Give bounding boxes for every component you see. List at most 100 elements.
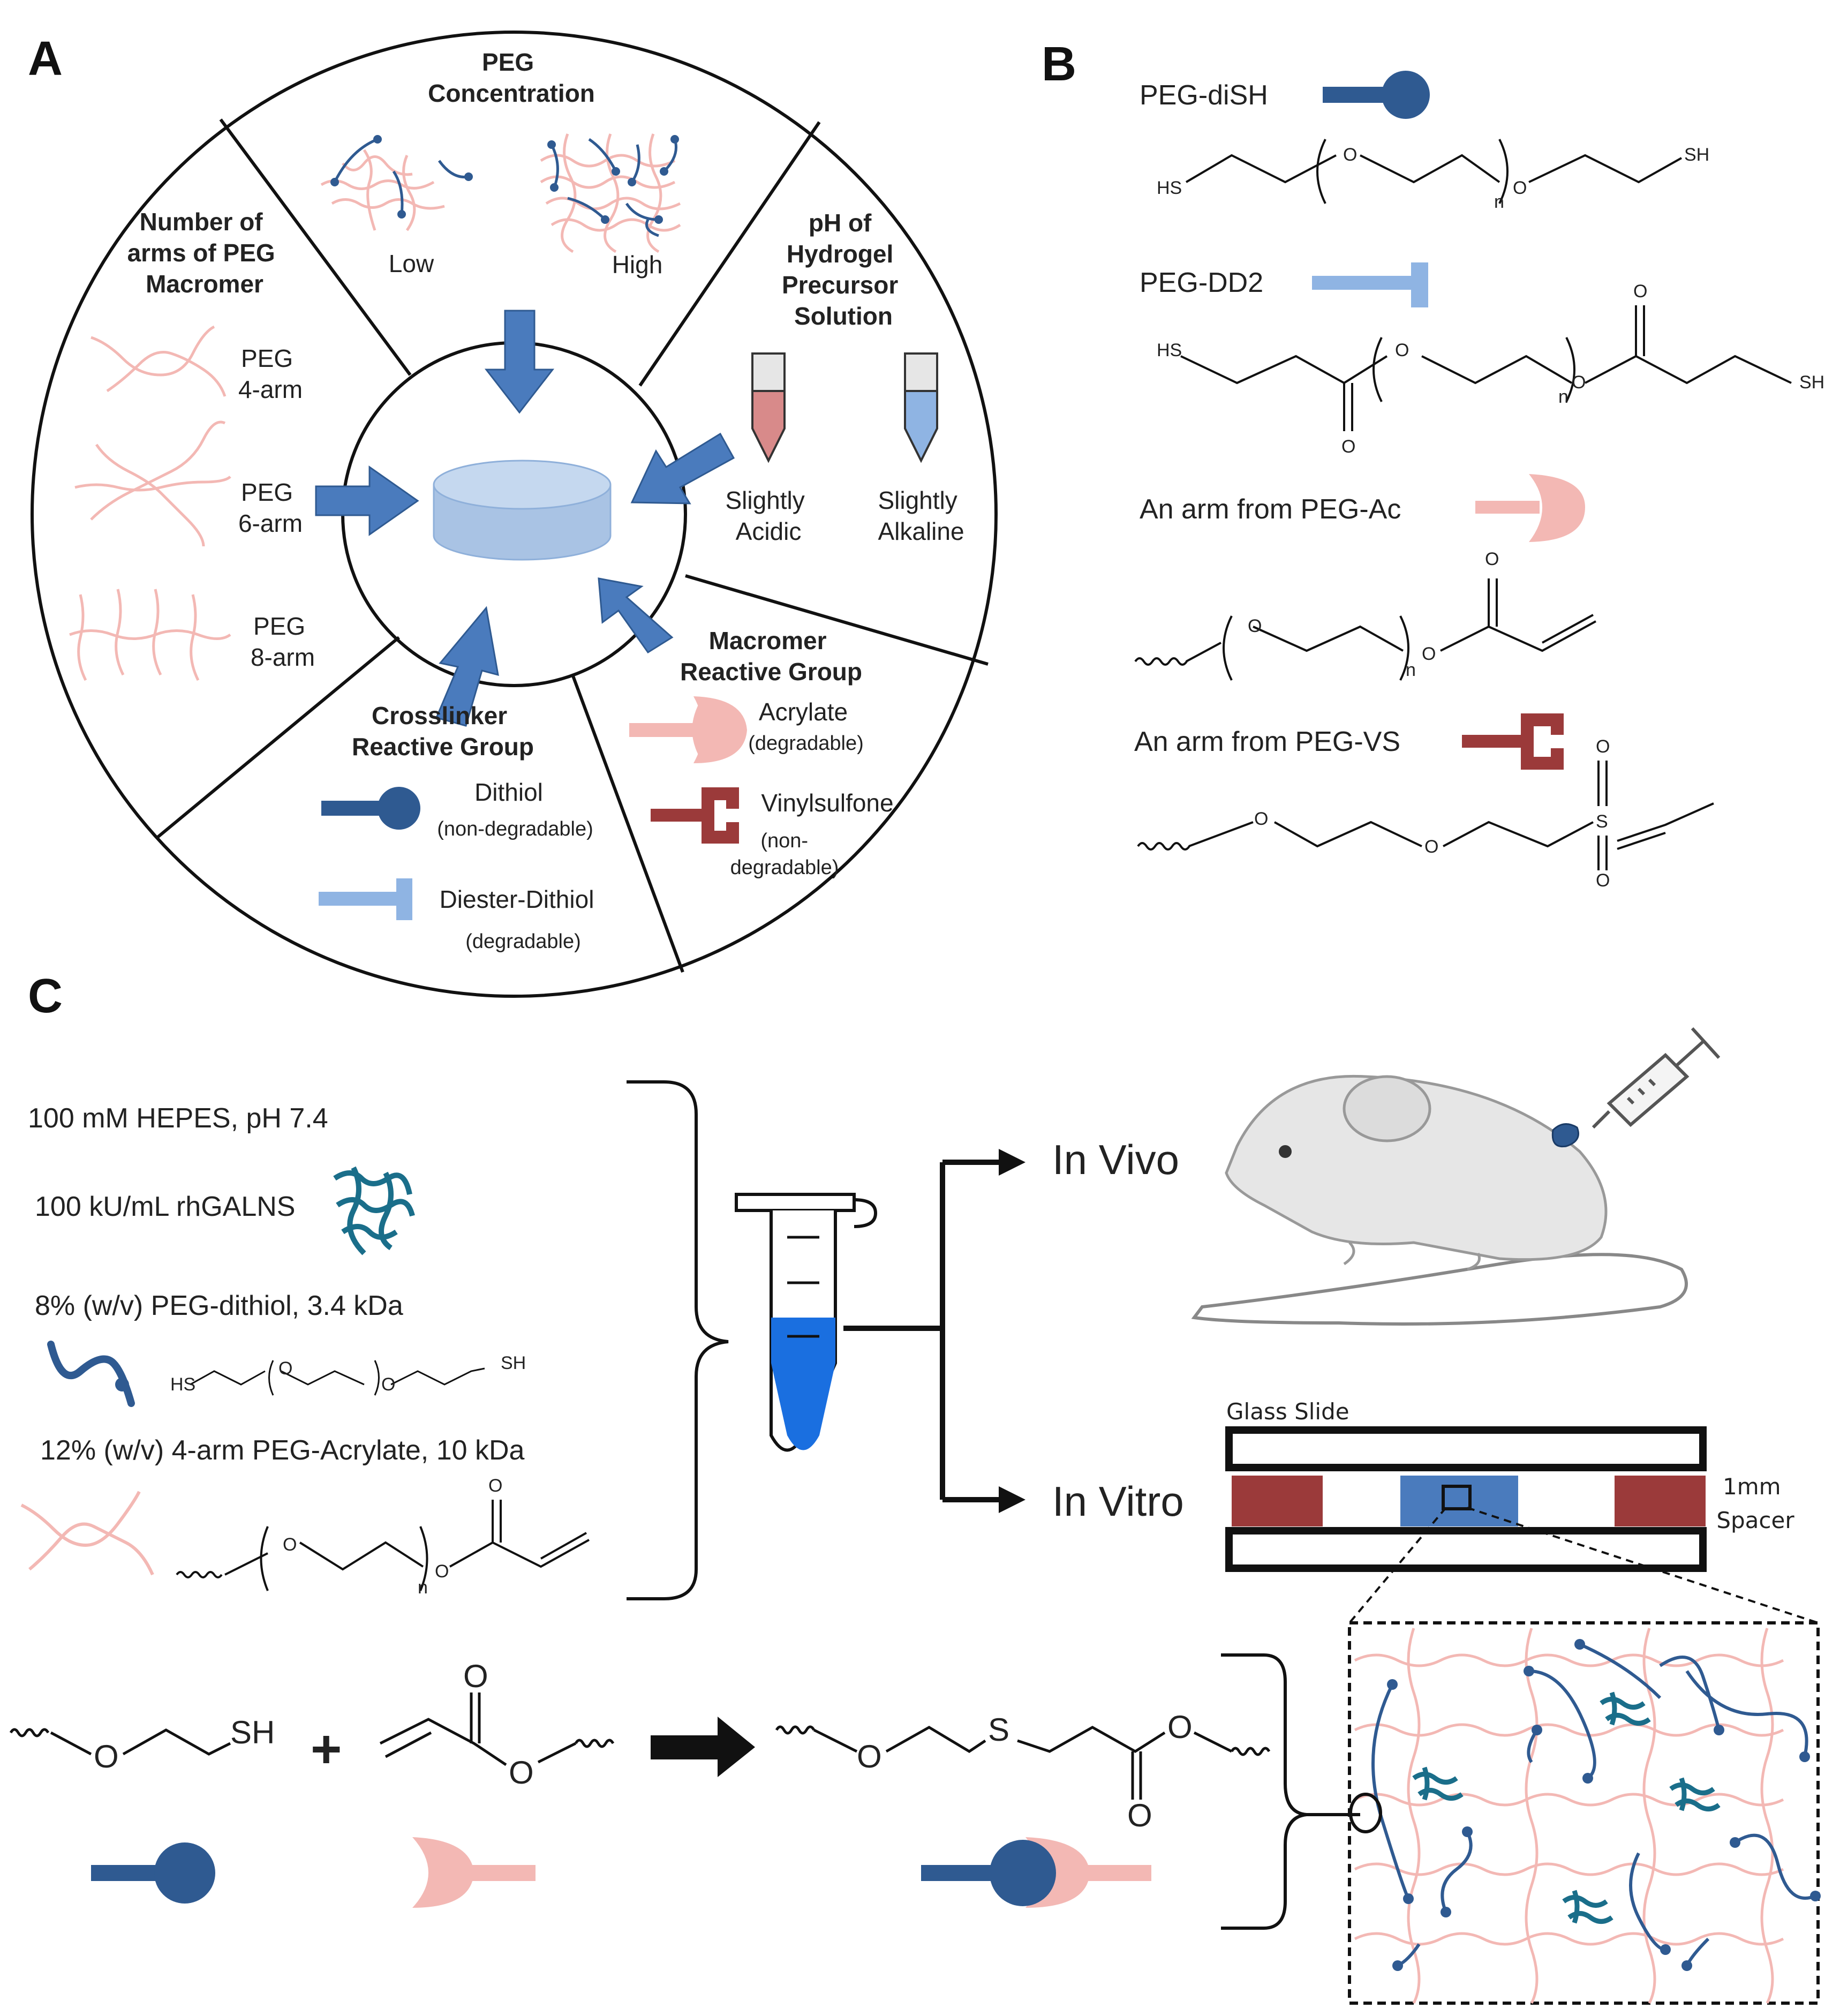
atom-o: O [1485,549,1499,569]
dithiol-icon [91,1842,215,1904]
vinylsulfone-icon [1462,713,1564,770]
atom-o: O [509,1755,534,1791]
acrylate-icon [1475,474,1585,542]
ph-acidic-label: Slightly Acidic [725,486,811,545]
atom-n: n [418,1577,428,1598]
ph-alkaline-label: Slightly Alkaline [878,486,964,545]
conc-title: PEG Concentration [428,48,595,107]
spoke [155,636,400,840]
atom-o: O [1596,736,1610,757]
atom-o: O [1596,870,1610,891]
rhgalns-label: 100 kU/mL rhGALNS [35,1191,295,1222]
peg-8-arm-icon [69,589,231,681]
vinylsulfone-label: Vinylsulfone [761,789,893,817]
atom-o: O [381,1374,395,1395]
atom-o: O [1127,1797,1152,1833]
spoke [219,118,412,376]
panel-letter-c: C [28,969,63,1023]
diester-dithiol-icon [319,878,412,920]
arrow-from-macromer [598,577,674,654]
peg-dish-structure [1185,139,1682,204]
atom-o: O [1633,281,1647,302]
atom-sh: SH [230,1714,275,1750]
peg-dithiol-strand-icon [47,1341,135,1407]
atom-n: n [1494,192,1504,212]
atom-sh: SH [1799,372,1824,393]
reaction-acrylate-structure [379,1692,615,1766]
atom-hs: HS [1157,178,1182,198]
atom-sh: SH [501,1353,526,1373]
peg-ac-label: An arm from PEG-Ac [1140,494,1401,525]
vinylsulfone-note: (non- degradable) [730,830,839,879]
peg-dithiol-label: 8% (w/v) PEG-dithiol, 3.4 kDa [35,1290,403,1321]
dithiol-label: Dithiol [474,778,543,806]
in-vitro-label: In Vitro [1052,1478,1184,1525]
atom-o: O [435,1561,449,1582]
plus-sign: + [311,1719,342,1779]
atom-hs: HS [1157,340,1182,360]
arrow-right [315,465,419,536]
acrylate-icon [412,1837,536,1908]
zoom-lines [1348,1507,1819,1624]
diester-dithiol-icon [1312,262,1428,307]
atom-o: O [463,1658,488,1694]
atom-s: S [988,1712,1009,1748]
macromer-title: Macromer Reactive Group [680,627,862,686]
peg-dd2-label: PEG-DD2 [1140,267,1263,298]
hepes-label: 100 mM HEPES, pH 7.4 [28,1103,328,1134]
peg-acrylate-label: 12% (w/v) 4-arm PEG-Acrylate, 10 kDa [40,1435,525,1466]
atom-o: O [94,1739,119,1774]
atom-o: O [1341,437,1355,457]
atom-o: O [1395,340,1409,360]
atom-o: O [1513,178,1527,198]
in-vivo-label: In Vivo [1052,1136,1179,1183]
atom-o: O [1343,145,1357,165]
peg-vs-label: An arm from PEG-VS [1134,726,1400,757]
atom-o: O [488,1476,502,1496]
atom-o: O [1424,837,1438,857]
reaction-thiol-structure [9,1728,231,1756]
alkaline-tube-icon [904,352,938,463]
protein-icon [1412,1691,1721,1924]
acrylate-label: Acrylate [759,698,848,726]
peg-ac-structure [1134,578,1596,681]
glass-slide-label: Glass Slide [1226,1398,1349,1425]
eppendorf-tube-icon [735,1193,878,1452]
acrylate-note: (degradable) [748,732,863,755]
atom-sh: SH [1684,145,1709,165]
mixture-bracket [627,1080,729,1600]
peg-dithiol-structure [190,1360,485,1396]
hydrogel-disc [433,460,612,561]
spoke [571,675,684,973]
atom-s: S [1596,811,1608,832]
peg-4-arm-icon [91,325,227,397]
peg-dd2-structure [1180,305,1792,431]
atom-o: O [1572,372,1586,393]
atom-o: O [278,1358,292,1379]
protein-icon [333,1166,415,1255]
peg-dish-label: PEG-diSH [1140,80,1268,111]
atom-o: O [1422,644,1436,664]
dithiol-note: (non-degradable) [437,818,593,840]
arm6-label: PEG 6-arm [238,478,303,537]
reaction-arrow [651,1717,755,1777]
peg-vs-structure [1137,761,1714,870]
low-concentration-network-icon [320,135,473,231]
arrow-down [484,310,555,414]
atom-o: O [857,1739,882,1774]
panel-letter-a: A [28,32,63,86]
diester-label: Diester-Dithiol [440,885,594,913]
fork-arrows [843,1149,1025,1513]
arrow-from-crosslinker [435,606,499,727]
conc-low-label: Low [389,250,434,277]
spoke [685,574,989,666]
high-concentration-network-icon [540,133,681,253]
mouse-icon [1191,1074,1688,1326]
atom-o: O [283,1534,297,1555]
atom-n: n [1406,660,1416,680]
crosslinker-title: Crosslinker Reactive Group [352,702,534,761]
spacer-label: 1mm Spacer [1716,1473,1794,1533]
acrylate-icon [629,696,747,763]
glass-slide-assembly [1225,1426,1707,1572]
peg-6-arm-icon [74,420,231,547]
